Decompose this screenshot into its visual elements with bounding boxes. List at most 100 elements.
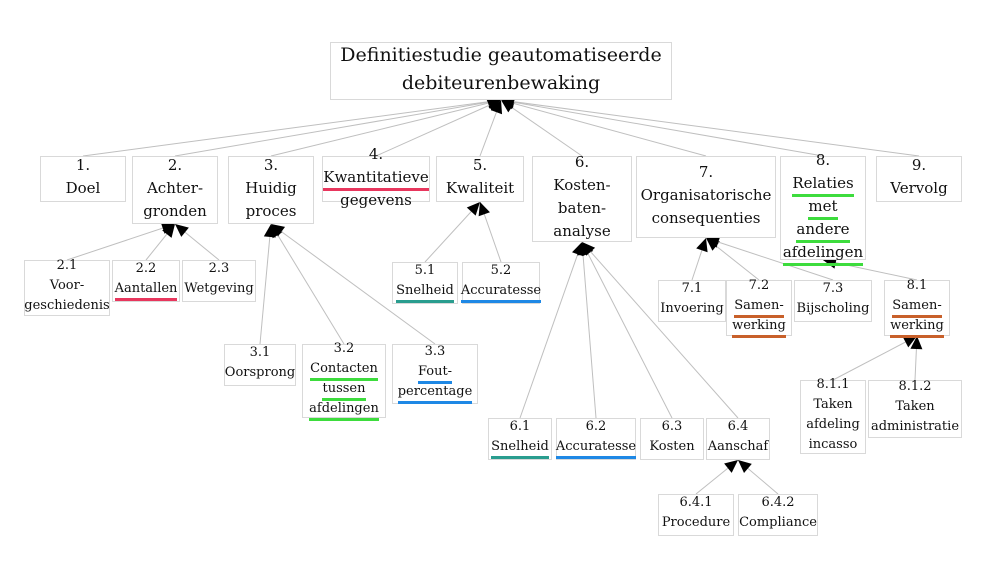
node-line: 7.3	[823, 281, 844, 301]
node-text: 3.	[263, 155, 279, 174]
node-text: 3.2	[333, 341, 355, 356]
node-text: Snelheid	[491, 439, 549, 459]
node-text: 1.	[75, 156, 91, 174]
node-text: 5.	[472, 156, 488, 174]
arrowhead-n6-n64	[582, 242, 596, 256]
node-text: 6.4	[727, 419, 749, 434]
node-text: 5.2	[490, 263, 512, 278]
node-line: 8.1	[907, 278, 928, 298]
node-line: debiteurenbewaking	[402, 71, 600, 99]
node-text: Doel	[65, 179, 101, 197]
node-text: Relaties	[792, 174, 854, 197]
node-line: 8.	[816, 151, 830, 174]
arrowhead-root-n5	[490, 100, 503, 115]
node-text: 3.1	[249, 345, 271, 360]
edge-root-n2	[174, 99, 502, 157]
node-line: 3.3	[425, 344, 446, 364]
arrowhead-root-n4	[486, 99, 501, 111]
node-line: afdelingen	[782, 243, 864, 266]
node-line: 9.	[912, 156, 926, 179]
node-text: Contacten	[310, 361, 378, 381]
node-line: afdelingen	[309, 401, 379, 421]
node-line: Voor-	[50, 278, 84, 298]
node-line: Definitiestudie geautomatiseerde	[340, 43, 661, 71]
node-text: Kwantitatieve	[323, 168, 429, 191]
node-text: 8.1	[906, 278, 928, 293]
edge-root-n8	[500, 99, 824, 157]
node-line: 6.1	[510, 419, 531, 439]
node-line: Kwantitatieve	[323, 168, 429, 191]
arrowhead-n7-n71	[696, 238, 708, 253]
node-line: werking	[732, 318, 786, 338]
node-text: geschiedenis	[24, 298, 110, 313]
node-text: incasso	[808, 437, 858, 452]
node-line: Taken	[813, 397, 852, 417]
node-text: 7.2	[748, 278, 770, 293]
node-line: Aantallen	[114, 281, 178, 301]
node-line: 6.4.1	[679, 495, 712, 515]
node-5: 5.Kwaliteit	[436, 156, 524, 202]
edge-root-n4	[375, 99, 502, 157]
edge-root-n6	[500, 99, 583, 157]
node-line: Taken	[895, 399, 934, 419]
node-line: Oorsprong	[225, 365, 295, 385]
edge-n6-n63	[581, 241, 673, 419]
node-line: Vervolg	[890, 179, 947, 202]
node-text: Invoering	[660, 301, 724, 316]
arrowhead-n2-n23	[175, 224, 189, 237]
node-line: Doel	[66, 179, 101, 202]
node-line: Huidig	[245, 179, 297, 202]
node-line: Snelheid	[491, 439, 549, 459]
node-text: Organisatorische	[640, 185, 772, 204]
node-text: 9.	[911, 156, 927, 174]
arrowhead-n7-n73	[706, 236, 721, 248]
arrowhead-n5-n52	[478, 202, 490, 217]
node-text: Kosten-	[553, 176, 611, 194]
node-line: 2.1	[57, 258, 78, 278]
node-text: 6.3	[661, 419, 683, 434]
edge-root-n1	[82, 99, 502, 157]
node-text: 2.3	[208, 261, 230, 276]
node-text: gronden	[143, 201, 207, 220]
node-text: 2.1	[56, 258, 78, 273]
node-text: werking	[732, 318, 786, 338]
node-text: Taken	[895, 399, 935, 414]
node-text: Definitiestudie geautomatiseerde	[340, 44, 662, 66]
arrowhead-n64-n642	[738, 460, 752, 473]
node-line: percentage	[397, 384, 473, 404]
node-line: 6.4	[728, 419, 749, 439]
node-text: Vervolg	[890, 179, 948, 197]
node-line: Accuratesse	[555, 439, 637, 459]
node-line: 7.1	[682, 281, 703, 301]
node-text: 6.4.1	[679, 495, 713, 510]
node-line: Procedure	[662, 515, 730, 535]
node-text: 3.3	[424, 344, 446, 359]
node-line: Achter-	[147, 179, 203, 202]
node-line: 2.3	[209, 261, 230, 281]
node-text: 8.	[815, 150, 831, 169]
node-text: Voor-	[49, 278, 85, 293]
edge-n7-n73	[705, 237, 834, 281]
node-text: met	[808, 197, 838, 220]
node-text: 2.	[167, 155, 183, 174]
edge-root-n9	[500, 99, 920, 157]
node-text: Achter-	[146, 178, 204, 197]
edge-n6-n61	[519, 241, 583, 419]
node-text: Samen-	[734, 298, 784, 318]
node-line: werking	[890, 318, 944, 338]
node-text: 2.2	[135, 261, 157, 276]
node-line: 3.2	[334, 341, 355, 361]
node-line: Compliance	[739, 515, 817, 535]
node-text: 5.1	[414, 263, 436, 278]
node-line: Organisatorische	[641, 186, 772, 209]
node-line: Accuratesse	[460, 283, 542, 303]
